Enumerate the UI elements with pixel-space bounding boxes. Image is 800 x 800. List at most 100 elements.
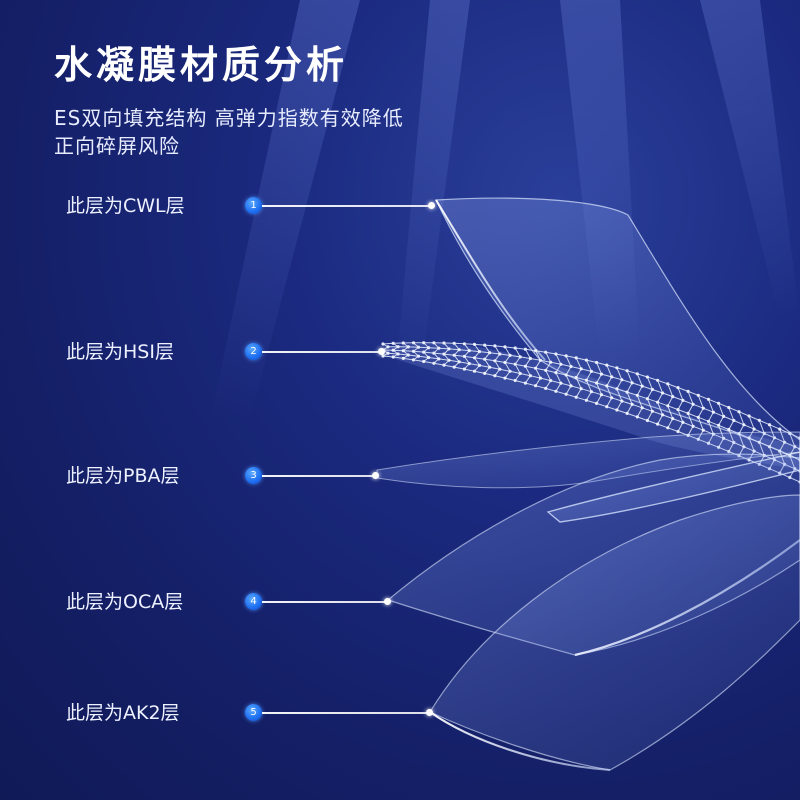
lattice-bond	[535, 367, 541, 379]
lattice-bond	[499, 353, 511, 356]
lattice-bond	[566, 355, 577, 359]
lattice-bond	[459, 361, 470, 365]
lattice-bond	[657, 423, 668, 429]
lattice-bond	[565, 393, 577, 398]
lattice-bond	[718, 403, 725, 417]
lattice-bond	[657, 379, 668, 385]
lattice-bond	[504, 346, 516, 349]
layer-label-cwl: 此层为CWL层 1	[0, 194, 440, 218]
lattice-bond	[616, 388, 628, 393]
layer-label-ak2: 此层为AK2层 5	[0, 701, 440, 725]
lattice-bond	[454, 342, 465, 345]
lattice-bond	[652, 389, 663, 394]
lattice-bond	[555, 353, 567, 357]
lattice-bond	[489, 366, 500, 370]
lattice-bond	[611, 397, 623, 402]
lattice-bond	[550, 380, 562, 384]
lattice-bond	[647, 376, 658, 381]
lattice-bond	[682, 421, 694, 427]
lattice-bond	[677, 387, 689, 392]
lattice-bond	[697, 395, 704, 409]
lattice-bond	[647, 420, 658, 425]
lattice-bond	[535, 350, 546, 353]
lattice-bond	[535, 367, 546, 371]
lattice-bond	[535, 385, 546, 389]
lattice-bond	[575, 377, 582, 389]
lattice-bond	[570, 366, 582, 370]
lattice-bond	[585, 380, 592, 392]
lattice-bond	[586, 379, 597, 384]
lattice-bond	[520, 373, 531, 377]
subtitle: ES双向填充结构 高弹力指数有效降低 正向碎屏风险	[54, 104, 404, 160]
lattice-bond	[616, 388, 623, 402]
lattice-bond	[469, 350, 480, 353]
lattice-bond	[637, 373, 648, 378]
leader-line	[262, 351, 380, 353]
lattice-bond	[525, 365, 536, 369]
lattice-bond	[662, 414, 673, 420]
layer-number-badge: 5	[245, 704, 262, 721]
lattice-bond	[759, 419, 770, 426]
lattice-bond	[504, 362, 511, 372]
lattice-bond	[637, 394, 648, 400]
lattice-bond	[698, 394, 709, 400]
lattice-bond	[652, 410, 663, 416]
lattice-bond	[621, 400, 633, 405]
lattice-bond	[667, 383, 674, 397]
cwl-film	[435, 197, 800, 461]
leader-dot	[426, 709, 433, 716]
lattice-bond	[585, 359, 592, 372]
lattice-bond	[596, 362, 607, 366]
lattice-bond	[713, 411, 724, 417]
lattice-bond	[646, 376, 653, 390]
lattice-bond	[560, 363, 572, 367]
lattice-bond	[494, 360, 506, 363]
lattice-bond	[575, 388, 582, 398]
lattice-bond	[479, 364, 490, 368]
lattice-bond	[748, 415, 760, 421]
lattice-bond	[555, 390, 567, 395]
lattice-bond	[657, 402, 664, 416]
lattice-bond	[515, 380, 526, 384]
lattice-bond	[576, 377, 587, 381]
layer-number-badge: 4	[245, 593, 262, 610]
lattice-bond	[667, 396, 674, 407]
lattice-bond	[509, 370, 521, 374]
leader-dot	[384, 598, 391, 605]
lattice-bond	[464, 355, 475, 359]
lattice-bond	[459, 349, 470, 352]
lattice-bond	[606, 397, 613, 407]
lattice-bond	[413, 359, 424, 362]
lattice-bond	[708, 398, 719, 404]
lattice-bond	[743, 424, 755, 430]
lattice-bond	[540, 359, 551, 363]
lattice-bond	[570, 385, 582, 390]
lattice-bond	[494, 345, 506, 348]
lattice-bond	[525, 382, 536, 387]
lattice-bond	[545, 351, 556, 355]
lattice-bond	[545, 370, 552, 381]
lattice-bond	[398, 353, 409, 356]
lattice-bond	[524, 365, 531, 376]
lattice-bond	[631, 382, 643, 387]
lattice-bond	[545, 387, 557, 392]
lattice-bond	[433, 362, 445, 366]
leader-line	[262, 205, 430, 207]
lattice-bond	[393, 356, 404, 359]
lattice-bond	[667, 418, 674, 429]
lattice-bond	[601, 394, 612, 399]
lattice-bond	[748, 415, 755, 430]
lattice-bond	[733, 420, 745, 426]
lattice-bond	[596, 373, 602, 384]
leader-line	[262, 712, 428, 714]
lattice-bond	[423, 361, 434, 364]
lattice-bond	[708, 420, 719, 426]
lattice-bond	[606, 364, 618, 369]
lattice-bond	[662, 392, 673, 398]
lattice-bond	[616, 400, 623, 411]
lattice-bond	[708, 399, 714, 413]
lattice-bond	[565, 355, 572, 367]
lattice-bond	[667, 405, 674, 419]
lattice-bond	[672, 396, 684, 401]
layer-number-badge: 3	[245, 467, 262, 484]
